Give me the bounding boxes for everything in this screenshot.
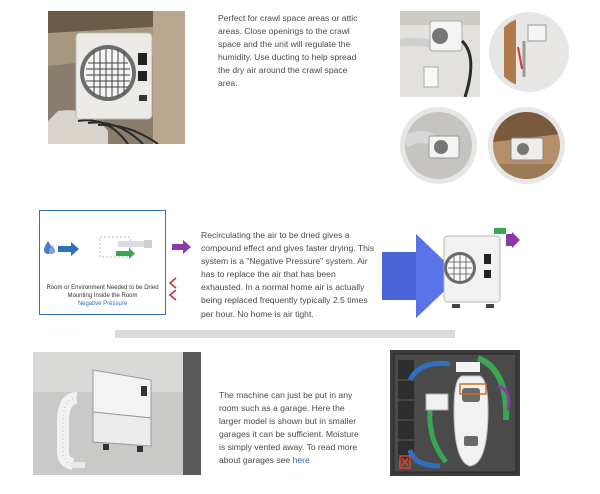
garage-unit-photo bbox=[33, 352, 201, 475]
garage-description: The machine can just be put in any room … bbox=[219, 389, 359, 468]
water-drop-icon bbox=[44, 241, 55, 254]
negative-pressure-description: Recirculating the air to be dried gives … bbox=[201, 230, 375, 319]
attic-unit-circle-photo bbox=[493, 112, 560, 179]
ducted-unit-circle-photo bbox=[405, 112, 472, 179]
red-chevron-icon bbox=[168, 277, 177, 301]
airflow-illustration bbox=[382, 224, 532, 324]
exhaust-arrow-icon bbox=[172, 240, 191, 254]
diagram-caption-3: Negative Pressure bbox=[77, 301, 128, 307]
crawlspace-unit-photo bbox=[48, 11, 185, 144]
wall-unit-circle-photo bbox=[494, 17, 564, 87]
crawlspace-description: Perfect for crawl space areas or attic a… bbox=[218, 13, 358, 89]
diagram-caption-1: Room or Environment Needed to be Dried bbox=[46, 285, 159, 291]
garage-airflow-diagram bbox=[390, 350, 520, 476]
garage-description-text: The machine can just be put in any room … bbox=[219, 390, 359, 466]
ceiling-unit-photo bbox=[400, 11, 480, 97]
garage-link[interactable]: here bbox=[292, 455, 310, 466]
negative-pressure-diagram: Room or Environment Needed to be Dried M… bbox=[39, 210, 166, 315]
arrow-right-icon bbox=[58, 242, 79, 256]
diagram-caption-2: Mounting Inside the Room bbox=[67, 293, 138, 299]
section-divider bbox=[115, 330, 455, 338]
